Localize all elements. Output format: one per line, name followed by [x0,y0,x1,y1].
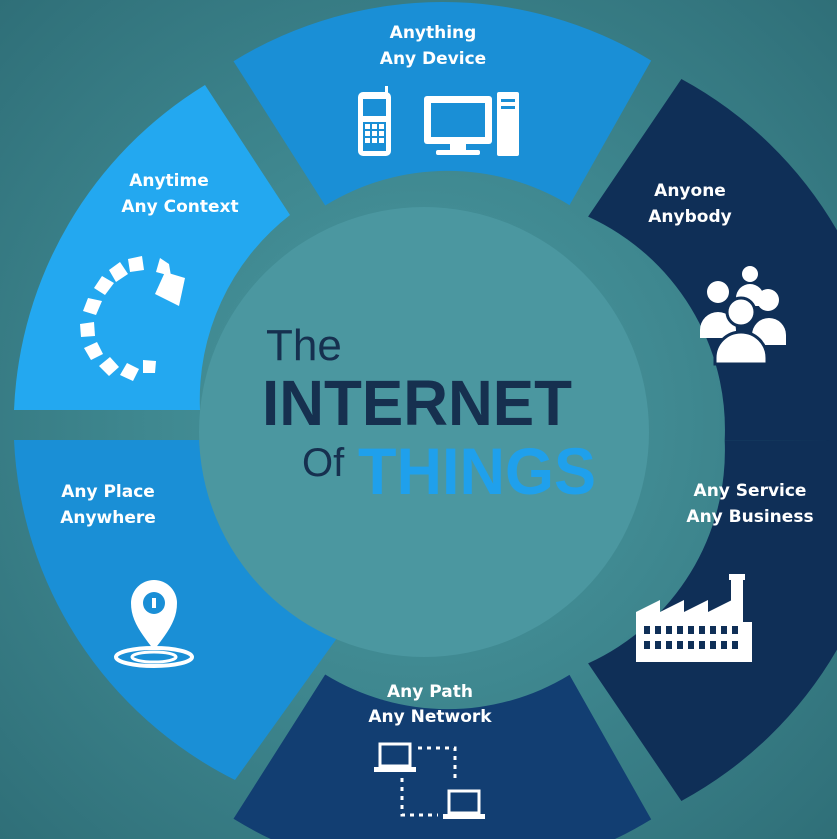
factory-icon [636,574,752,662]
label-anybody: Anybody [648,207,731,227]
label-anyone: Anyone [654,181,726,201]
segment-anyone [588,79,837,441]
title-internet: INTERNET [262,367,572,439]
people-group-icon [700,266,786,366]
label-any-network: Any Network [368,707,492,727]
label-anywhere: Anywhere [60,508,156,528]
label-anything: Anything [390,23,477,43]
label-any-device: Any Device [380,49,486,69]
title-the: The [266,321,342,370]
label-any-service: Any Service [694,481,807,501]
label-any-path: Any Path [387,682,473,702]
label-any-context: Any Context [121,197,238,217]
label-any-business: Any Business [686,507,813,527]
title-of: Of [302,441,345,485]
network-laptops-icon [374,742,485,819]
refresh-arrow-icon [80,256,185,381]
title-things: THINGS [358,434,596,508]
label-any-place: Any Place [61,482,155,502]
location-pin-icon [114,580,194,668]
segment-any-path [233,674,652,839]
center-circle [199,207,649,657]
phone-computer-icon [358,86,519,156]
label-anytime: Anytime [129,171,209,191]
